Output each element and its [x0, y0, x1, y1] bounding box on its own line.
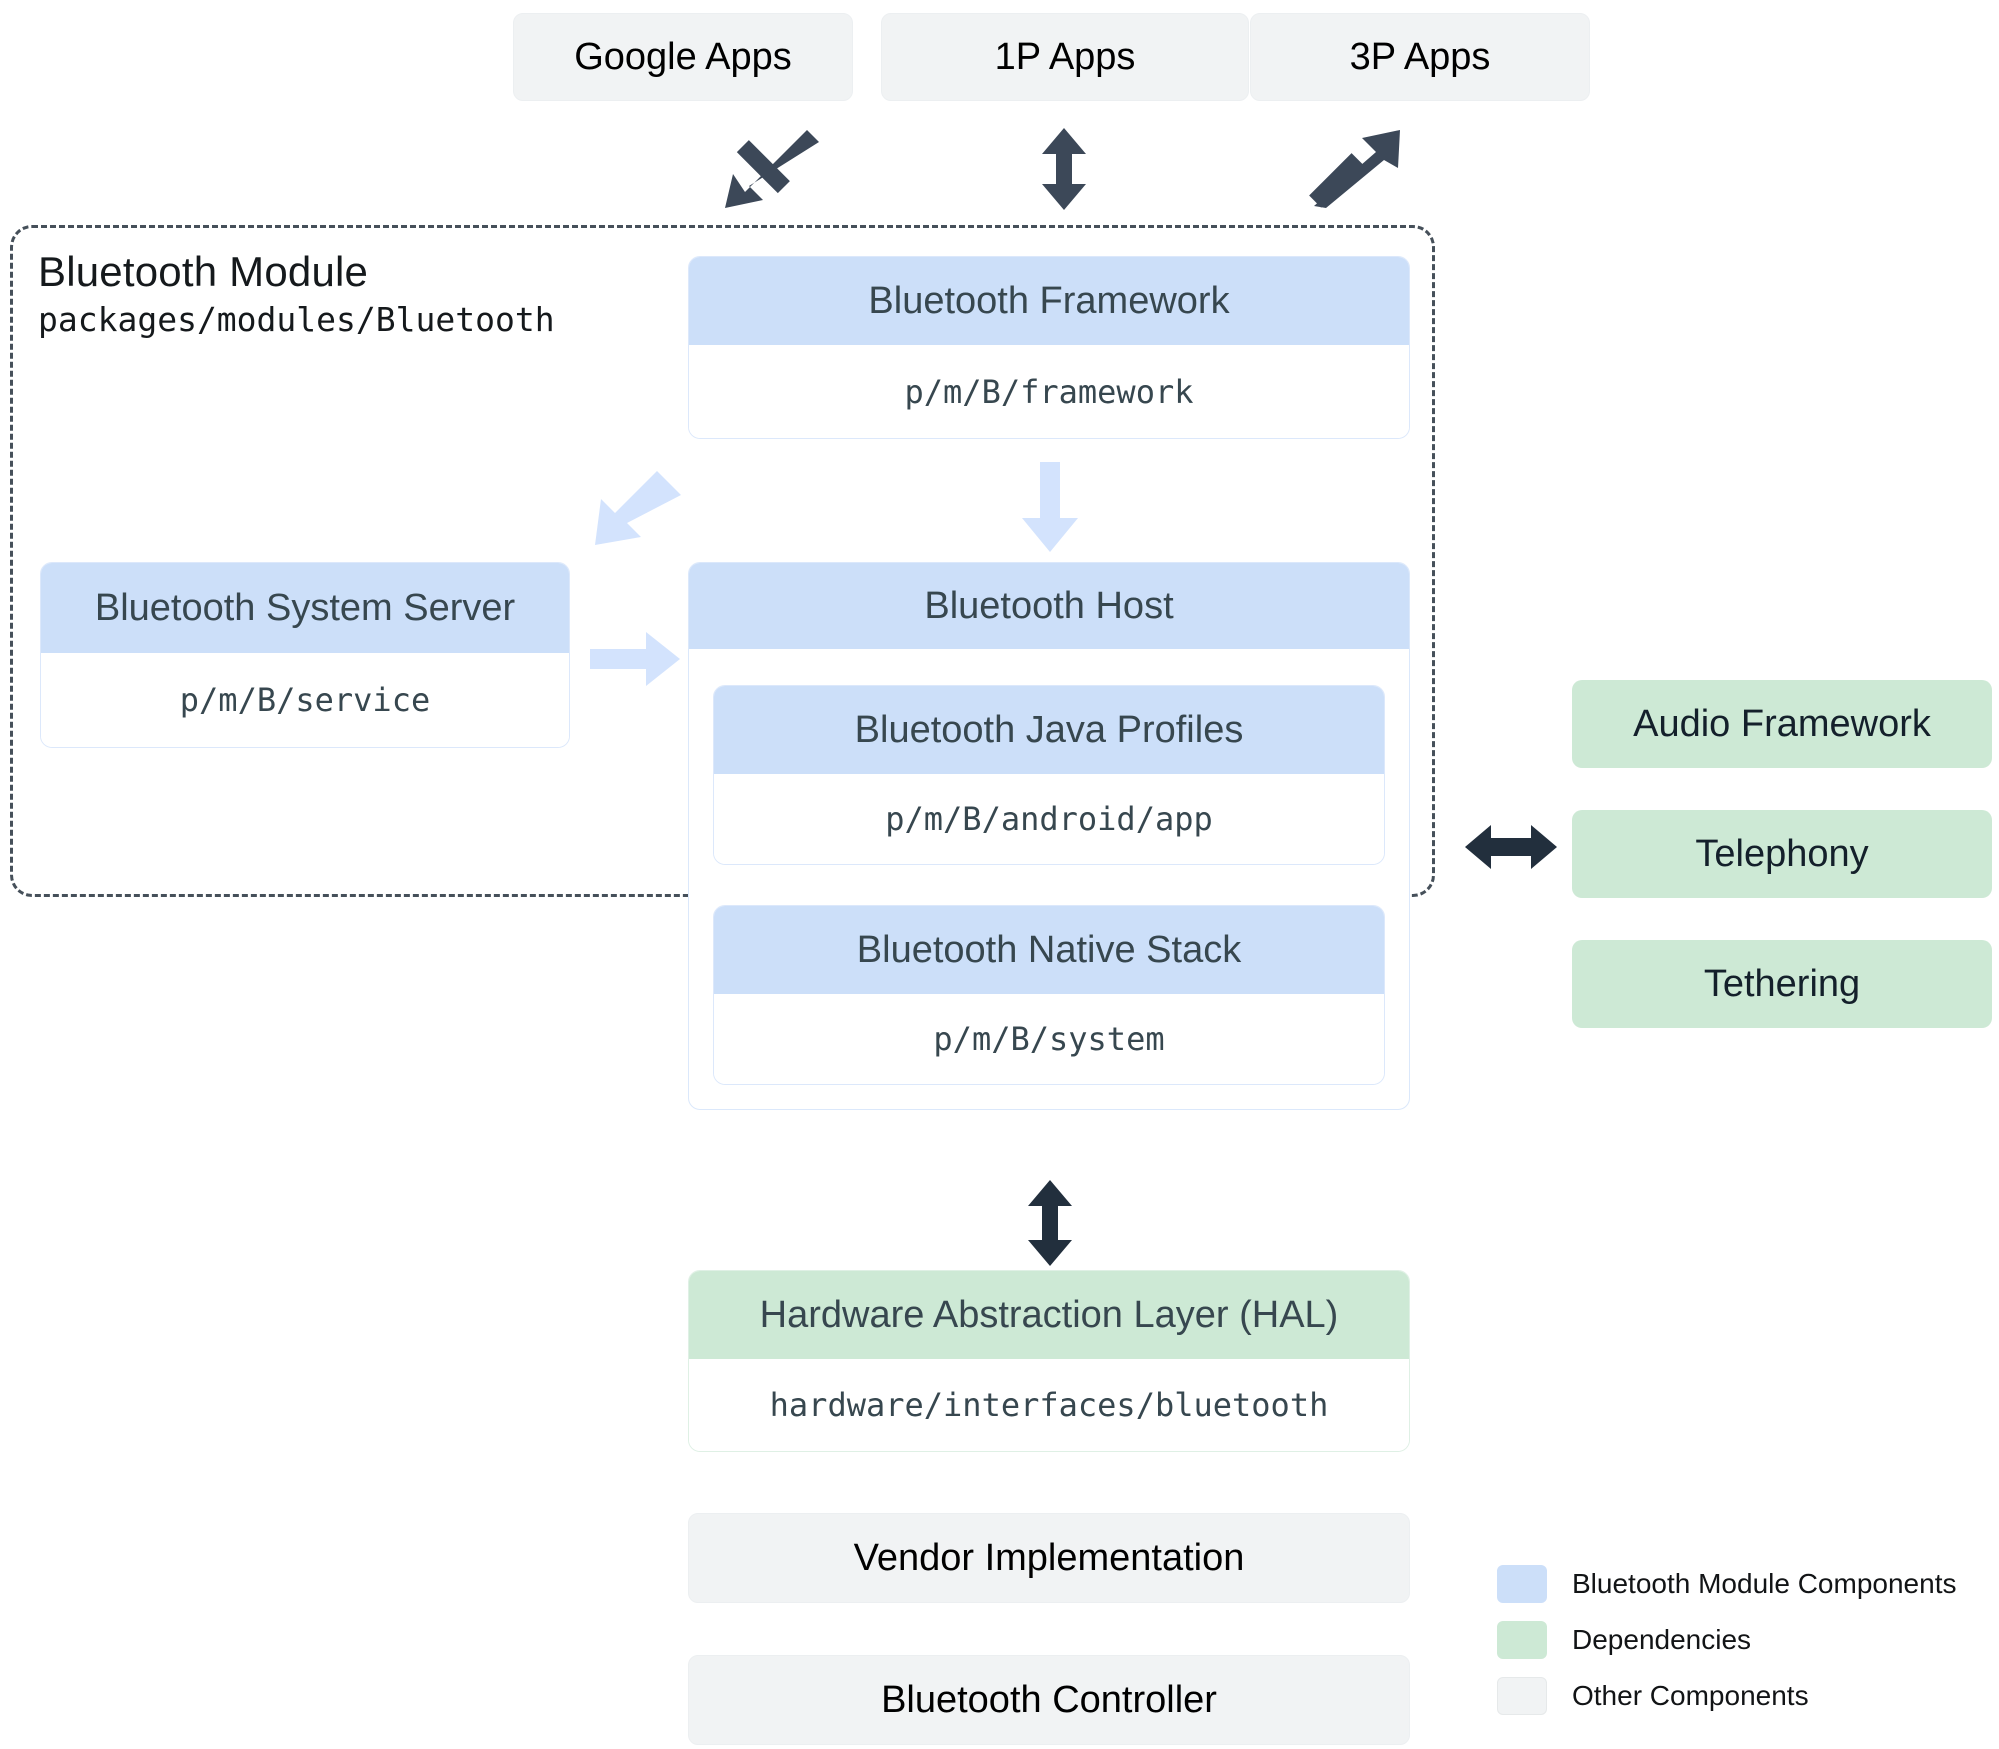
bluetooth-native-stack-title: Bluetooth Native Stack	[714, 906, 1384, 994]
google-apps-label: Google Apps	[574, 35, 792, 78]
bluetooth-java-profiles-title: Bluetooth Java Profiles	[714, 686, 1384, 774]
3p-apps-to-module-arrow	[1309, 130, 1400, 208]
vendor-implementation-box[interactable]: Vendor Implementation	[688, 1513, 1410, 1603]
legend-swatch-module	[1497, 1565, 1547, 1603]
hal-card[interactable]: Hardware Abstraction Layer (HAL) hardwar…	[688, 1270, 1410, 1452]
telephony-label: Telephony	[1695, 832, 1869, 875]
audio-framework-box[interactable]: Audio Framework	[1572, 680, 1992, 768]
legend-swatch-other	[1497, 1677, 1547, 1715]
audio-framework-label: Audio Framework	[1633, 702, 1931, 745]
google-apps-to-module-arrow	[725, 130, 819, 208]
hal-title: Hardware Abstraction Layer (HAL)	[689, 1271, 1409, 1359]
module-to-dependencies-arrow	[1465, 825, 1557, 869]
vendor-implementation-label: Vendor Implementation	[853, 1536, 1245, 1579]
legend-label-module: Bluetooth Module Components	[1572, 1568, 1957, 1599]
bluetooth-native-stack-path: p/m/B/system	[714, 994, 1384, 1084]
module-to-hal-arrow	[1028, 1180, 1072, 1266]
bluetooth-module-title: Bluetooth Module	[38, 248, 369, 295]
bluetooth-framework-title: Bluetooth Framework	[689, 257, 1409, 345]
bluetooth-java-profiles-path: p/m/B/android/app	[714, 774, 1384, 864]
tethering-box[interactable]: Tethering	[1572, 940, 1992, 1028]
legend-row: Dependencies	[1497, 1613, 1956, 1667]
bluetooth-java-profiles-card[interactable]: Bluetooth Java Profiles p/m/B/android/ap…	[713, 685, 1385, 865]
bluetooth-system-server-title: Bluetooth System Server	[41, 563, 569, 653]
framework-to-host-arrow	[1022, 462, 1078, 552]
hal-path: hardware/interfaces/bluetooth	[689, 1359, 1409, 1451]
1p-apps-label: 1P Apps	[994, 35, 1136, 78]
tethering-label: Tethering	[1703, 962, 1861, 1005]
bluetooth-native-stack-card[interactable]: Bluetooth Native Stack p/m/B/system	[713, 905, 1385, 1085]
bluetooth-framework-card[interactable]: Bluetooth Framework p/m/B/framework	[688, 256, 1410, 439]
bluetooth-module-path: packages/modules/Bluetooth	[38, 300, 555, 339]
bluetooth-framework-path: p/m/B/framework	[689, 345, 1409, 438]
3p-apps-label: 3P Apps	[1349, 35, 1491, 78]
3p-apps-box[interactable]: 3P Apps	[1250, 13, 1590, 101]
legend-label-dependencies: Dependencies	[1572, 1624, 1752, 1655]
1p-apps-to-module-arrow	[1042, 128, 1086, 210]
telephony-box[interactable]: Telephony	[1572, 810, 1992, 898]
legend-row: Other Components	[1497, 1669, 1956, 1723]
bluetooth-host-title: Bluetooth Host	[689, 563, 1409, 649]
server-to-host-arrow	[590, 632, 680, 686]
bluetooth-controller-label: Bluetooth Controller	[881, 1678, 1217, 1721]
framework-to-server-arrow	[595, 471, 681, 545]
legend-swatch-dependencies	[1497, 1621, 1547, 1659]
bluetooth-system-server-path: p/m/B/service	[41, 653, 569, 747]
legend: Bluetooth Module Components Dependencies…	[1497, 1557, 1956, 1725]
bluetooth-system-server-card[interactable]: Bluetooth System Server p/m/B/service	[40, 562, 570, 748]
google-apps-box[interactable]: Google Apps	[513, 13, 853, 101]
legend-label-other: Other Components	[1572, 1680, 1809, 1711]
legend-row: Bluetooth Module Components	[1497, 1557, 1956, 1611]
1p-apps-box[interactable]: 1P Apps	[881, 13, 1249, 101]
bluetooth-controller-box[interactable]: Bluetooth Controller	[688, 1655, 1410, 1745]
